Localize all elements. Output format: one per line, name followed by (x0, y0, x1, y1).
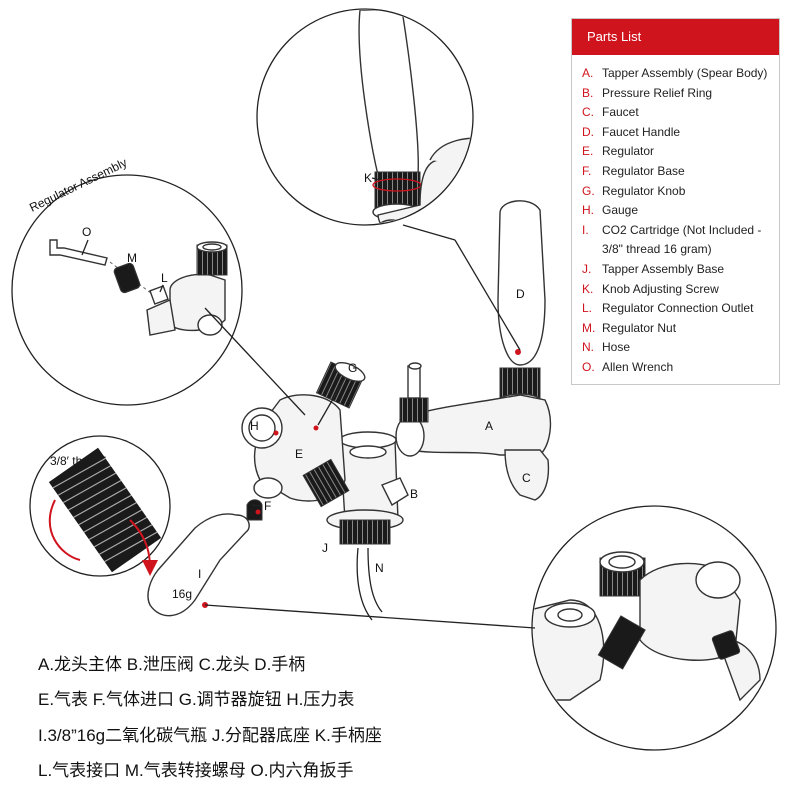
label-i: I (198, 567, 201, 581)
zoom-circle-thread: 3/8′ thread (29, 435, 171, 577)
legend-line: E.气表 F.气体进口 G.调节器旋钮 H.压力表 (38, 690, 355, 710)
part-name: CO2 Cartridge (Not Included - 3/8" threa… (602, 222, 762, 257)
label-m: M (127, 251, 137, 265)
zoom-circle-regulator-detail (531, 505, 777, 751)
part-name: Regulator (602, 144, 655, 159)
parts-list-item: B. Pressure Relief Ring (582, 84, 779, 104)
parts-list-item: D. Faucet Handle (582, 123, 779, 143)
label-e: E (295, 447, 303, 461)
part-letter: F. (582, 163, 592, 178)
part-name: Faucet (602, 105, 639, 120)
parts-list-item: N. Hose (582, 338, 779, 358)
part-name: Gauge (602, 203, 639, 218)
zoom-circle-regulator-assembly: Regulator Assembly O M L (11, 155, 243, 406)
part-letter: L. (582, 301, 593, 316)
part-name: Pressure Relief Ring (602, 85, 713, 100)
parts-list-item: E. Regulator (582, 142, 779, 162)
main-assembly: D A C J B N E H (147, 200, 552, 621)
part-letter: C. (582, 105, 594, 120)
parts-list-item: O. Allen Wrench (582, 358, 779, 378)
part-name: Regulator Base (602, 163, 685, 178)
part-letter: E. (582, 144, 594, 159)
part-letter: G. (582, 183, 595, 198)
parts-list-item: A. Tapper Assembly (Spear Body) (582, 64, 779, 84)
zoom-circle-knob: K (256, 8, 474, 226)
part-name: Regulator Connection Outlet (602, 301, 754, 316)
label-d: D (516, 287, 525, 301)
parts-list-title: Parts List (572, 19, 779, 55)
parts-list-items: A. Tapper Assembly (Spear Body) B. Pressur… (572, 55, 779, 378)
parts-list-item: F. Regulator Base (582, 162, 779, 182)
parts-list-item: J. Tapper Assembly Base (582, 260, 779, 280)
part-name: Allen Wrench (602, 359, 674, 374)
legend-line: I.3/8”16g二氧化碳气瓶 J.分配器底座 K.手柄座 (38, 725, 382, 745)
part-name: Regulator Nut (602, 320, 677, 335)
part-name: Faucet Handle (602, 124, 681, 139)
tapper-body-icon (399, 394, 552, 456)
part-name: Tapper Assembly (Spear Body) (602, 66, 768, 80)
part-name: Tapper Assembly Base (602, 261, 725, 276)
part-letter: B. (582, 85, 594, 100)
part-name: Regulator Knob (602, 183, 686, 198)
part-letter: I. (582, 222, 589, 237)
part-letter: K. (582, 281, 594, 296)
part-letter: M. (582, 320, 596, 335)
legend-line: A.龙头主体 B.泄压阀 C.龙头 D.手柄 (38, 655, 306, 674)
label-c: C (522, 471, 531, 485)
label-h: H (250, 419, 259, 433)
parts-list-item: K. Knob Adjusting Screw (582, 280, 779, 300)
cartridge-size-label: 16g (172, 587, 192, 601)
label-f: F (264, 499, 271, 513)
label-k: K (364, 171, 372, 185)
parts-list-item: I. CO2 Cartridge (Not Included - 3/8" thr… (582, 221, 779, 260)
part-letter: O. (582, 359, 595, 374)
part-letter: N. (582, 340, 594, 355)
faucet-handle-icon (497, 200, 546, 366)
legend-line: L.气表接口 M.气表转接螺母 O.内六角扳手 (38, 760, 354, 780)
part-letter: A. (582, 66, 594, 80)
part-name: Hose (602, 340, 631, 355)
label-g: G (348, 361, 357, 375)
parts-list-item: C. Faucet (582, 103, 779, 123)
label-o: O (82, 225, 91, 239)
label-l: L (161, 271, 168, 285)
label-n: N (375, 561, 384, 575)
parts-list-item: G. Regulator Knob (582, 182, 779, 202)
parts-list-panel: Parts List A. Tapper Assembly (Spear Body… (571, 18, 780, 385)
part-letter: D. (582, 124, 594, 139)
part-name: Knob Adjusting Screw (602, 281, 719, 296)
co2-cartridge-icon (147, 513, 250, 617)
parts-list-item: H. Gauge (582, 201, 779, 221)
parts-list-item: M. Regulator Nut (582, 319, 779, 339)
label-b: B (410, 487, 418, 501)
part-letter: J. (582, 261, 592, 276)
allen-wrench-icon (49, 239, 108, 266)
parts-list-item: L. Regulator Connection Outlet (582, 299, 779, 319)
label-a: A (485, 419, 493, 433)
label-j: J (322, 541, 328, 555)
chinese-legend: A.龙头主体 B.泄压阀 C.龙头 D.手柄 E.气表 F.气体进口 G.调节器… (38, 651, 558, 792)
part-letter: H. (582, 203, 594, 218)
